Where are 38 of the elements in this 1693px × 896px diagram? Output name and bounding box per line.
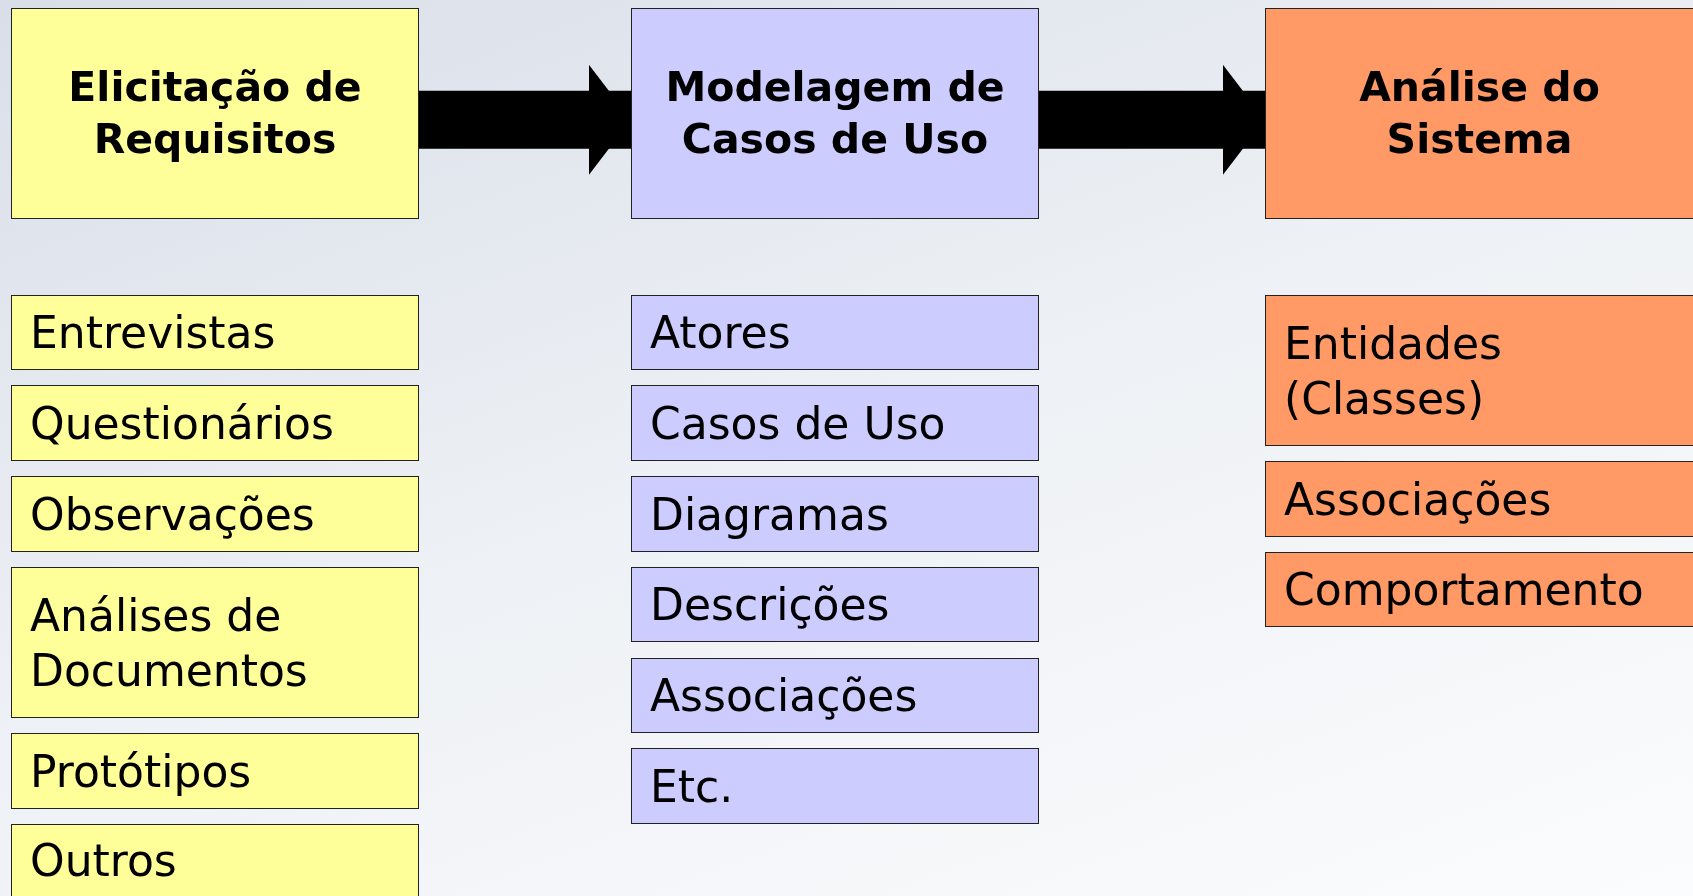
stage-title: Modelagem de Casos de Uso	[664, 62, 1006, 165]
item-label: Casos de Uso	[650, 396, 946, 451]
item-box	[11, 385, 419, 461]
item-label: Protótipos	[30, 744, 252, 799]
item-label: Observações	[30, 487, 315, 542]
item-label: Etc.	[650, 759, 734, 814]
item-label: Análises de Documentos	[30, 588, 309, 698]
item-box	[11, 824, 419, 896]
item-box	[631, 385, 1039, 461]
item-label: Entrevistas	[30, 306, 276, 360]
stage-box	[11, 8, 419, 219]
stage-box	[1265, 8, 1693, 219]
block-arrow	[1039, 64, 1265, 175]
item-label: Associações	[650, 669, 918, 723]
item-label: Questionários	[30, 396, 334, 451]
item-box	[631, 295, 1039, 370]
item-box	[11, 567, 419, 718]
item-box	[11, 295, 419, 370]
item-label: Atores	[650, 306, 791, 360]
item-box	[631, 476, 1039, 552]
item-box	[1265, 295, 1693, 446]
stage-title: Elicitação de Requisitos	[67, 62, 363, 165]
item-label: Entidades (Classes)	[1284, 316, 1503, 426]
item-label: Outros	[30, 834, 177, 888]
stage-box	[631, 8, 1039, 219]
item-box	[11, 476, 419, 552]
item-box	[631, 658, 1039, 733]
block-arrow	[419, 64, 631, 175]
item-box	[1265, 461, 1693, 537]
item-box	[631, 567, 1039, 642]
item-label: Associações	[1284, 472, 1552, 527]
item-label: Diagramas	[650, 487, 889, 542]
item-label: Comportamento	[1284, 563, 1644, 617]
stage-title: Análise do Sistema	[1358, 62, 1601, 165]
item-box	[11, 733, 419, 809]
item-box	[631, 748, 1039, 824]
item-label: Descrições	[650, 578, 890, 632]
item-box	[1265, 552, 1693, 627]
